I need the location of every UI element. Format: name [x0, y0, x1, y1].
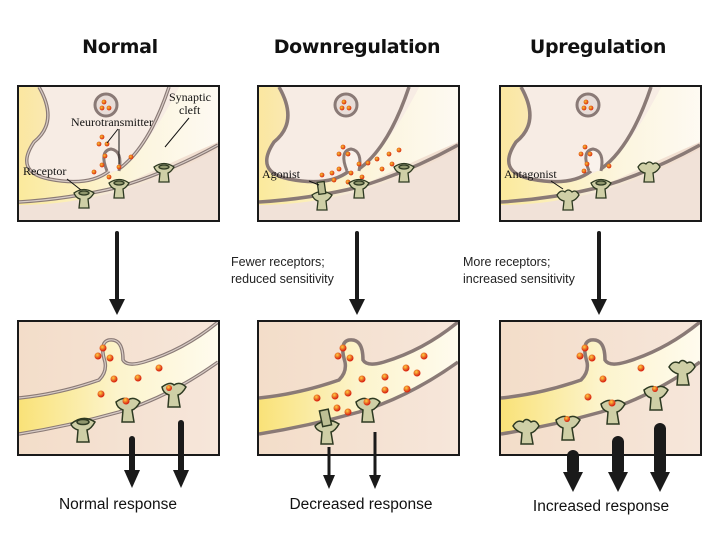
neurotransmitters	[578, 144, 612, 174]
title-downregulation: Downregulation	[273, 36, 441, 58]
antagonist-blocked-receptor	[556, 189, 580, 211]
receptor-closeup-downregulation	[259, 322, 458, 454]
note-upregulation-line1: More receptors;	[463, 255, 551, 269]
panel-downregulation-synapse: Agonist	[257, 85, 460, 222]
arrow-normal-down	[109, 231, 125, 315]
synapse-illustration-normal: Synaptic cleft Neurotransmitter Receptor	[19, 87, 218, 220]
note-upregulation-line2: increased sensitivity	[463, 272, 575, 286]
arrow-downregulation-down	[349, 231, 365, 315]
synapse-illustration-agonist: Agonist	[259, 87, 458, 220]
panel-normal-synapse: Synaptic cleft Neurotransmitter Receptor	[17, 85, 220, 222]
response-arrow-decreased-2	[369, 432, 381, 489]
title-upregulation: Upregulation	[529, 36, 667, 58]
receptor-closeup-upregulation	[501, 322, 700, 454]
response-arrow-increased-1	[563, 450, 583, 492]
panel-upregulation-synapse: Antagonist	[499, 85, 702, 222]
panel-normal-response	[17, 320, 220, 456]
response-arrow-decreased-1	[323, 447, 335, 489]
receptors	[556, 161, 661, 211]
response-label-normal: Normal response	[58, 496, 178, 513]
label-agonist: Agonist	[262, 167, 301, 181]
synaptic-vesicle	[93, 92, 119, 118]
panel-upregulation-response	[499, 320, 702, 456]
note-upregulation: More receptors; increased sensitivity	[463, 254, 575, 288]
receptors	[311, 162, 415, 211]
label-synaptic-cleft-2: cleft	[179, 103, 201, 117]
presynaptic-terminal	[26, 87, 180, 182]
receptors	[314, 397, 381, 445]
response-arrow-normal-1	[124, 436, 140, 488]
response-label-increased: Increased response	[532, 498, 670, 515]
neurotransmitters	[576, 344, 645, 401]
neurotransmitters	[319, 144, 402, 190]
note-downregulation: Fewer receptors; reduced sensitivity	[231, 254, 334, 288]
agonist-molecule	[316, 180, 327, 196]
response-label-decreased: Decreased response	[289, 496, 433, 513]
response-arrow-increased-3	[650, 423, 670, 492]
note-downregulation-line1: Fewer receptors;	[231, 255, 325, 269]
agonist-molecule	[318, 408, 333, 428]
receptors	[70, 382, 187, 443]
synapse-illustration-antagonist: Antagonist	[501, 87, 700, 220]
label-antagonist: Antagonist	[504, 167, 557, 181]
neurotransmitters	[313, 344, 428, 416]
antagonist-blocked-receptor	[512, 418, 540, 445]
response-arrow-increased-2	[608, 436, 628, 492]
receptors	[73, 162, 175, 209]
label-receptor: Receptor	[23, 164, 66, 178]
label-synaptic-cleft-1: Synaptic	[169, 90, 211, 104]
panel-downregulation-response	[257, 320, 460, 456]
receptor-closeup-normal	[19, 322, 218, 454]
title-normal: Normal	[82, 36, 158, 58]
note-downregulation-line2: reduced sensitivity	[231, 272, 334, 286]
response-arrow-normal-2	[173, 420, 189, 488]
label-neurotransmitter: Neurotransmitter	[71, 115, 153, 129]
neurotransmitters	[91, 134, 134, 180]
arrow-upregulation-down	[591, 231, 607, 315]
